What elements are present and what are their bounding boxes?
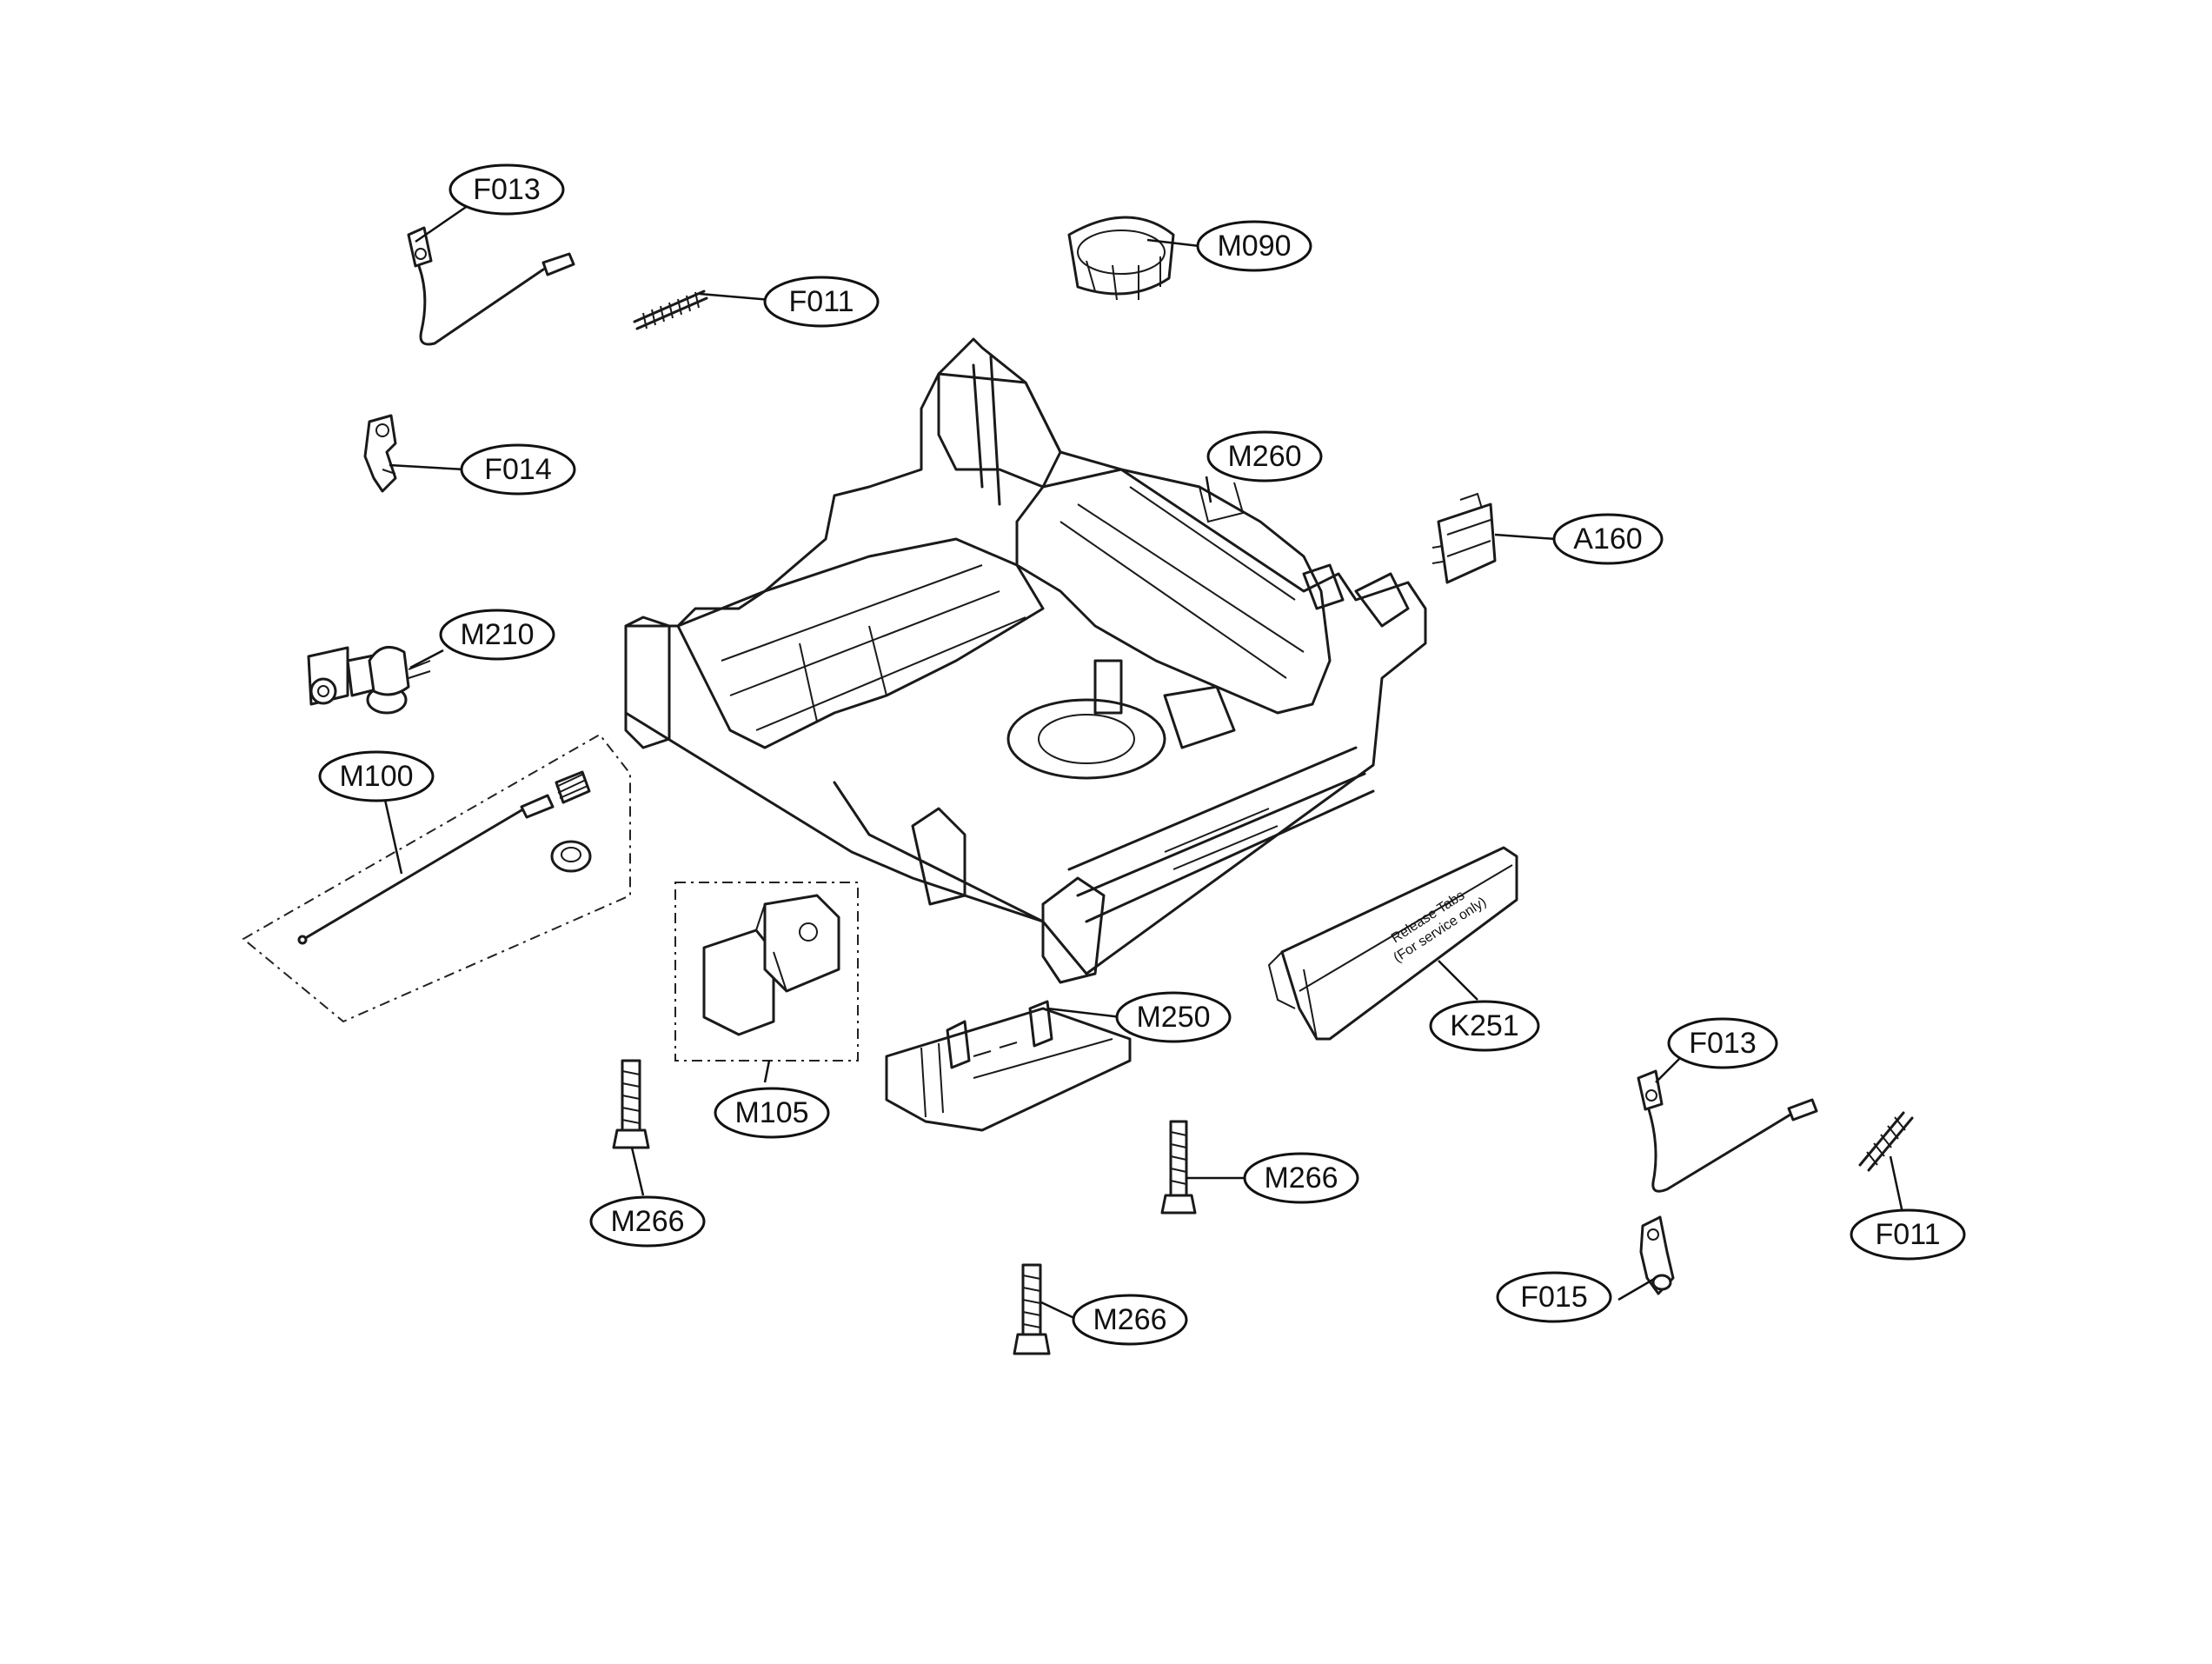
callout-label: M090 [1217, 230, 1291, 263]
f011-spring-part [633, 290, 708, 330]
callout-a160: A160 [1552, 513, 1664, 565]
callout-m250: M250 [1115, 991, 1232, 1043]
callout-label: F011 [789, 285, 854, 318]
callout-label: M266 [1264, 1161, 1338, 1195]
callout-m210: M210 [439, 609, 555, 661]
base-tub-part [624, 337, 1427, 984]
callout-label: M210 [460, 618, 534, 651]
callout-f013-top: F013 [448, 163, 565, 216]
m266-bolt-left-part [612, 1059, 650, 1149]
callout-label: F014 [484, 453, 552, 486]
callout-m260: M260 [1206, 430, 1323, 483]
callout-label: F013 [473, 173, 541, 206]
callout-m266-bottom: M266 [1072, 1294, 1188, 1346]
callout-m266-mid: M266 [1243, 1152, 1359, 1204]
callout-label: M266 [1093, 1303, 1166, 1336]
f015-clip-part [1639, 1215, 1675, 1295]
callout-k251: K251 [1429, 1000, 1540, 1052]
callout-m090: M090 [1196, 220, 1312, 272]
m210-valve-part [307, 645, 431, 715]
callout-label: F013 [1689, 1027, 1757, 1060]
callout-label: M260 [1227, 440, 1301, 473]
f014-clip-part [363, 414, 397, 493]
m266-bolt-bottom-part [1013, 1263, 1051, 1355]
callout-f015: F015 [1496, 1271, 1612, 1323]
callout-f014: F014 [460, 443, 576, 496]
callout-m266-left: M266 [589, 1195, 706, 1248]
f013-wire-part [407, 226, 575, 346]
callout-label: M105 [734, 1096, 808, 1129]
callout-f011-right: F011 [1850, 1208, 1966, 1261]
callout-label: K251 [1450, 1009, 1518, 1042]
callout-label: M100 [339, 760, 413, 793]
m090-ring-part [1067, 216, 1175, 301]
callout-label: A160 [1573, 522, 1642, 556]
callout-m100: M100 [318, 750, 435, 802]
callout-label: F011 [1876, 1218, 1941, 1251]
m105-bracket-part [674, 882, 859, 1062]
m266-bolt-mid-part [1160, 1120, 1197, 1215]
callout-label: F015 [1520, 1281, 1588, 1314]
a160-switch-part [1431, 492, 1497, 584]
k251-panel-part: Release Tabs (For service only) [1267, 846, 1518, 1041]
f013-wire-right-part [1637, 1069, 1818, 1193]
m100-rod-part [242, 733, 631, 1023]
m250-tray-part [885, 1000, 1132, 1132]
callout-f013-right: F013 [1667, 1017, 1778, 1069]
callout-label: M266 [610, 1205, 684, 1238]
callout-label: M250 [1136, 1001, 1210, 1034]
callout-m105: M105 [714, 1087, 830, 1139]
f011-spring-right-part [1858, 1111, 1914, 1172]
leader-lines [383, 200, 1905, 1321]
callout-f011-top: F011 [763, 276, 880, 328]
